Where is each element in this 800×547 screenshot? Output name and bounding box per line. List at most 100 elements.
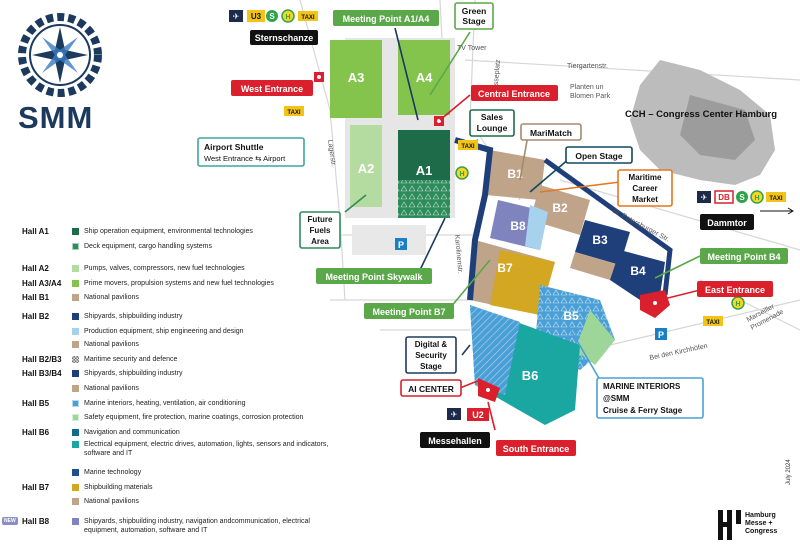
hall-b8-label: B8	[510, 219, 526, 233]
svg-text:Stage: Stage	[420, 362, 442, 371]
callout-digital-security-stage[interactable]: Digital & Security Stage	[405, 336, 457, 374]
svg-text:Area: Area	[311, 237, 329, 246]
legend-text: Shipyards, shipbuilding industry	[84, 313, 183, 320]
hall-b6[interactable]: B6	[470, 305, 580, 425]
legend-hall-label: Hall B1	[22, 293, 50, 302]
svg-text:AI CENTER: AI CENTER	[408, 384, 454, 394]
legend-swatch	[72, 385, 79, 392]
callout-future-fuels-area[interactable]: Future Fuels Area	[299, 211, 341, 249]
svg-text:✈: ✈	[451, 410, 458, 419]
legend-swatch	[72, 341, 79, 348]
street-karolinenstr: Karolinenstr.	[453, 235, 463, 274]
hall-b1[interactable]: B1	[485, 150, 545, 200]
cch-label: CCH – Congress Center Hamburg	[625, 109, 777, 120]
callout-meeting-point-b4[interactable]: Meeting Point B4	[700, 248, 788, 264]
svg-text:✈: ✈	[701, 193, 708, 202]
svg-text:H: H	[285, 14, 290, 21]
callout-meeting-point-a1-a4[interactable]: Meeting Point A1/A4	[333, 10, 439, 26]
legend-swatch	[72, 313, 79, 320]
hall-b3-label: B3	[592, 233, 608, 247]
legend-swatch	[72, 484, 79, 491]
hall-a2[interactable]: A2	[350, 125, 382, 207]
callout-marimatch[interactable]: MariMatch	[520, 123, 582, 141]
callout-west-entrance[interactable]: West Entrance	[231, 80, 313, 96]
callout-maritime-career-market[interactable]: Maritime Career Market	[617, 169, 673, 207]
s-bahn-icon	[266, 10, 278, 22]
misc-markers: TAXI TAXI H P P H TAXI ✈ U2	[284, 106, 745, 421]
svg-text:Green: Green	[462, 6, 487, 16]
callout-central-entrance[interactable]: Central Entrance	[471, 85, 558, 101]
svg-text:Lounge: Lounge	[477, 123, 508, 133]
svg-text:Meeting Point B4: Meeting Point B4	[707, 252, 780, 262]
svg-text:TAXI: TAXI	[287, 110, 301, 116]
callout-green-stage[interactable]: Green Stage	[454, 2, 494, 30]
legend-swatch	[72, 243, 79, 250]
callout-east-entrance[interactable]: East Entrance	[697, 281, 773, 297]
svg-text:TAXI: TAXI	[769, 196, 783, 202]
hall-b4[interactable]: B4	[610, 250, 665, 300]
svg-text:West Entrance: West Entrance	[241, 84, 303, 94]
legend-row: Electrical equipment, electric drives, a…	[0, 440, 330, 457]
hall-b5-label: B5	[563, 309, 579, 323]
hall-a4[interactable]: A4	[398, 40, 450, 115]
svg-text:TAXI: TAXI	[706, 320, 720, 326]
legend-hall-label: Hall B6	[22, 428, 50, 437]
callout-sales-lounge[interactable]: Sales Lounge	[469, 109, 515, 137]
sternschanze-transit: ✈ U3 S H TAXI	[229, 9, 318, 23]
u3-badge	[247, 10, 265, 22]
legend-hall-label: Hall B7	[22, 483, 50, 492]
taxi-badge-dammtor	[766, 192, 786, 202]
callout-marine-interiors[interactable]: MARINE INTERIORS @SMM Cruise & Ferry Sta…	[596, 377, 704, 419]
callout-meeting-point-skywalk[interactable]: Meeting Point Skywalk	[316, 268, 432, 284]
hall-b7[interactable]: B7	[470, 240, 555, 315]
legend-text: Deck equipment, cargo handling systems	[84, 243, 213, 250]
legend-text: Shipyards, shipbuilding industry	[84, 370, 183, 377]
callout-open-stage[interactable]: Open Stage	[565, 146, 633, 164]
svg-text:TAXI: TAXI	[461, 144, 475, 150]
hall-a3[interactable]: A3	[330, 40, 382, 118]
svg-text:Meeting Point A1/A4: Meeting Point A1/A4	[343, 14, 430, 24]
legend-swatch	[72, 429, 79, 436]
callout-ai-center[interactable]: AI CENTER	[400, 379, 462, 397]
legend-text: Electrical equipment, electric drives, a…	[84, 441, 329, 457]
hall-b8[interactable]: B8	[490, 200, 548, 250]
svg-text:MariMatch: MariMatch	[530, 128, 572, 138]
callout-airport-shuttle[interactable]: Airport Shuttle West Entrance ⇆ Airport	[197, 137, 305, 167]
callout-dammtor[interactable]: Dammtor	[700, 214, 754, 230]
svg-text:Security: Security	[415, 351, 447, 360]
legend-text: Maritime security and defence	[84, 356, 178, 363]
legend-row: National pavilions	[0, 340, 330, 352]
leader-lines	[316, 27, 701, 431]
bus-stop-icon-central	[455, 166, 469, 180]
b-corridor	[543, 157, 673, 296]
svg-text:Sternschanze: Sternschanze	[255, 33, 314, 43]
legend-text: Pumps, valves, compressors, new fuel tec…	[84, 265, 245, 272]
callout-sternschanze[interactable]: Sternschanze	[250, 30, 318, 45]
hall-b3[interactable]: B3	[570, 220, 630, 280]
callout-meeting-point-b7[interactable]: Meeting Point B7	[364, 303, 454, 319]
legend-swatch	[72, 400, 79, 407]
legend-text: Navigation and communication	[84, 429, 180, 436]
hall-b4-label: B4	[630, 264, 646, 278]
hall-a2-label: A2	[358, 161, 375, 176]
callout-south-entrance[interactable]: South Entrance	[496, 440, 576, 456]
hall-a3-label: A3	[348, 70, 365, 85]
hall-a1[interactable]: A1	[398, 130, 450, 218]
taxi-badge-west	[284, 106, 304, 116]
legend-text: Marine interiors, heating, ventilation, …	[84, 400, 246, 407]
legend-row: Production equipment, ship engineering a…	[0, 327, 330, 339]
svg-text:H: H	[754, 195, 759, 202]
svg-text:DB: DB	[718, 193, 730, 202]
legend-hall-label: Hall B2	[22, 312, 50, 321]
callout-messehallen[interactable]: Messehallen	[420, 432, 490, 448]
hall-b7-label: B7	[497, 261, 513, 275]
street-planten-2: Blomen Park	[570, 93, 611, 100]
airport-icon-south	[447, 408, 461, 420]
legend-swatch	[72, 328, 79, 335]
legend-hall-label: Hall A3/A4	[22, 279, 62, 288]
